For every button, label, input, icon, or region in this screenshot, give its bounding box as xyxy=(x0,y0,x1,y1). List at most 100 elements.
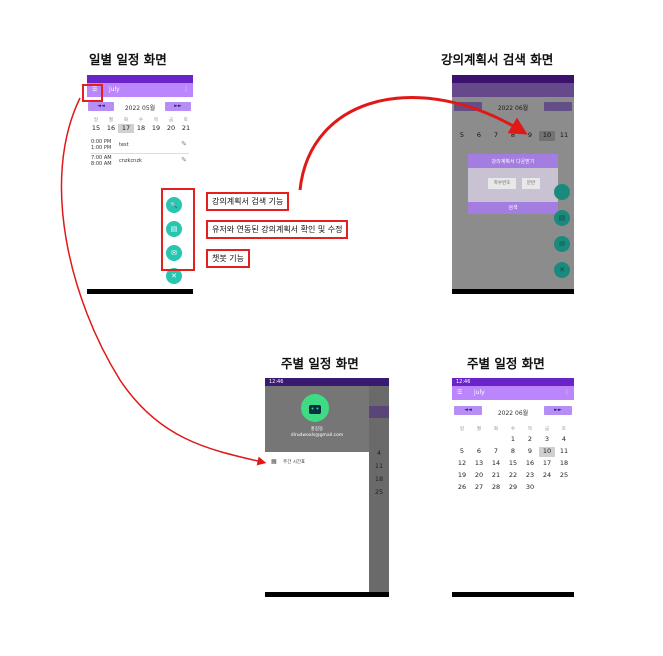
heading-search-screen: 강의계획서 검색 화면 xyxy=(441,52,554,67)
day-cell[interactable]: 18 xyxy=(559,459,569,467)
day-cell[interactable]: 7 xyxy=(493,447,499,455)
avatar xyxy=(301,394,329,422)
day-cell[interactable]: 20 xyxy=(166,124,176,132)
weekday-label: 금 xyxy=(544,427,550,432)
day-cell[interactable]: 11 xyxy=(559,447,569,455)
day-cell[interactable]: 14 xyxy=(491,459,501,467)
day-cell[interactable]: 30 xyxy=(525,483,535,491)
day-cell[interactable]: 28 xyxy=(491,483,501,491)
section-field[interactable]: 분반 xyxy=(522,178,540,189)
fab-highlight-box xyxy=(161,188,195,271)
overflow-menu-icon[interactable]: ⋮ xyxy=(183,86,189,93)
syllabus-fab-button[interactable]: ▤ xyxy=(554,210,570,226)
day-cell[interactable]: 11 xyxy=(374,462,384,470)
day-cell[interactable]: 24 xyxy=(542,471,552,479)
day-cell[interactable]: 19 xyxy=(151,124,161,132)
callout-search-feature: 강의계획서 검색 기능 xyxy=(206,192,290,211)
day-cell[interactable]: 16 xyxy=(106,124,116,132)
day-cell[interactable]: 15 xyxy=(91,124,101,132)
day-cell[interactable]: 21 xyxy=(491,471,501,479)
table-icon: ▦ xyxy=(271,458,277,465)
overflow-menu-icon[interactable]: ⋮ xyxy=(564,389,570,396)
day-cell[interactable]: 25 xyxy=(559,471,569,479)
day-cell[interactable]: 23 xyxy=(525,471,535,479)
menu-highlight-box xyxy=(82,84,103,102)
day-cell[interactable]: 22 xyxy=(508,471,518,479)
schedule-item[interactable]: 0:00 PM 1:00 PM test ✎ xyxy=(91,139,189,154)
schedule-time: 0:00 PM 1:00 PM xyxy=(91,139,112,151)
next-month-button[interactable] xyxy=(544,102,572,111)
schedule-title: test xyxy=(119,142,129,148)
day-cell[interactable]: 10 xyxy=(539,131,555,141)
day-cell[interactable]: 11 xyxy=(559,131,569,139)
day-cell[interactable]: 6 xyxy=(476,447,482,455)
day-cell[interactable]: 21 xyxy=(181,124,191,132)
weekday-label: 월 xyxy=(476,427,482,432)
nav-bar xyxy=(452,592,574,597)
day-cell[interactable]: 16 xyxy=(525,459,535,467)
app-bar xyxy=(452,83,574,97)
day-cell[interactable]: 17 xyxy=(542,459,552,467)
prev-month-button[interactable]: ◄◄ xyxy=(454,406,482,415)
day-cell[interactable]: 2 xyxy=(527,435,533,443)
day-cell[interactable]: 9 xyxy=(527,131,533,139)
next-month-button[interactable]: ►► xyxy=(544,406,572,415)
drawer-menu-item-weekly[interactable]: ▦ 주간 시간표 xyxy=(269,458,365,468)
day-cell[interactable]: 26 xyxy=(457,483,467,491)
day-cell[interactable]: 4 xyxy=(561,435,567,443)
status-bar: 12:46 xyxy=(452,378,574,386)
day-cell[interactable]: 3 xyxy=(544,435,550,443)
book-icon: ▤ xyxy=(558,214,566,222)
weekday-label: 일 xyxy=(93,118,99,123)
day-cell[interactable]: 17 xyxy=(118,124,134,133)
app-bar: ☰ july ⋮ xyxy=(452,386,574,400)
drawer-menu-label: 주간 시간표 xyxy=(283,460,306,465)
user-email: dlrudwoals@gmail.com xyxy=(290,433,344,438)
day-cell[interactable]: 5 xyxy=(459,447,465,455)
user-name: 홍길동 xyxy=(310,427,324,432)
status-time: 12:46 xyxy=(456,379,471,385)
day-cell[interactable]: 19 xyxy=(457,471,467,479)
weekday-label: 일 xyxy=(459,427,465,432)
day-cell[interactable]: 13 xyxy=(474,459,484,467)
day-cell[interactable]: 1 xyxy=(510,435,516,443)
chatbot-fab-button[interactable]: ✉ xyxy=(554,236,570,252)
day-cell[interactable]: 29 xyxy=(508,483,518,491)
dialog-search-button[interactable]: 검색 xyxy=(468,202,558,214)
day-cell[interactable]: 10 xyxy=(539,447,555,457)
app-title: july xyxy=(474,389,485,396)
day-cell[interactable]: 15 xyxy=(508,459,518,467)
weekday-label: 수 xyxy=(138,118,144,123)
day-cell[interactable]: 9 xyxy=(527,447,533,455)
day-cell[interactable]: 8 xyxy=(510,447,516,455)
month-label: 2022 05월 xyxy=(124,105,156,112)
pencil-icon[interactable]: ✎ xyxy=(181,156,187,164)
nav-bar xyxy=(452,289,574,294)
day-cell[interactable]: 18 xyxy=(136,124,146,132)
month-label: 2022 06월 xyxy=(497,410,529,417)
day-cell[interactable]: 4 xyxy=(376,449,382,457)
search-fab-button[interactable] xyxy=(554,184,570,200)
day-cell[interactable]: 20 xyxy=(474,471,484,479)
course-number-field[interactable]: 학수번호 xyxy=(488,178,516,189)
schedule-time: 7:00 AM 8:00 AM xyxy=(91,155,112,167)
close-fab-button[interactable]: ✕ xyxy=(554,262,570,278)
weekday-label: 목 xyxy=(153,118,159,123)
menu-icon[interactable]: ☰ xyxy=(457,389,463,396)
close-icon: ✕ xyxy=(171,272,177,280)
next-month-button[interactable]: ►► xyxy=(165,102,191,111)
pencil-icon[interactable]: ✎ xyxy=(181,140,187,148)
day-cell[interactable]: 12 xyxy=(457,459,467,467)
app-title: july xyxy=(109,86,120,93)
menu-icon[interactable]: ☰ xyxy=(92,86,98,93)
day-cell[interactable]: 27 xyxy=(474,483,484,491)
nav-bar xyxy=(87,289,193,294)
day-cell[interactable]: 18 xyxy=(374,475,384,483)
schedule-item[interactable]: 7:00 AM 8:00 AM cnzkcnzk ✎ xyxy=(91,155,189,169)
prev-month-button[interactable]: ◄◄ xyxy=(88,102,114,111)
weekday-label: 수 xyxy=(510,427,516,432)
weekday-label: 토 xyxy=(561,427,567,432)
day-cell[interactable]: 25 xyxy=(374,488,384,496)
